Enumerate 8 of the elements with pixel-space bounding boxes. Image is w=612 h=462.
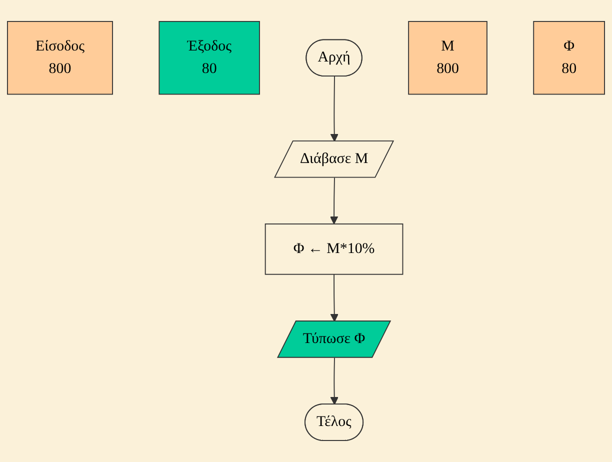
- node-box: Είσοδος 800: [7, 21, 113, 95]
- arrow: [330, 177, 338, 224]
- node-box: Φ 80: [533, 21, 605, 95]
- arrow: [330, 76, 338, 142]
- node-box: Μ 800: [408, 21, 488, 95]
- node-box: Φ ← Μ*10%: [264, 224, 404, 275]
- arrow: [330, 274, 338, 322]
- arrow: [330, 357, 338, 405]
